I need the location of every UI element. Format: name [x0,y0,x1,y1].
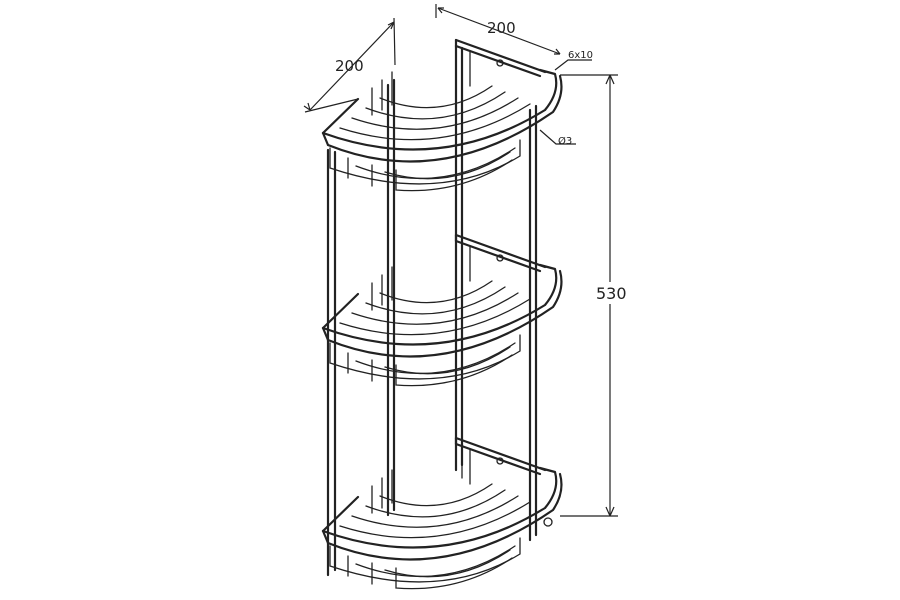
dimension-right: 200 [435,4,561,55]
posts [326,44,538,577]
bracket-size-label: 6x10 [568,50,593,61]
dimension-left-label: 200 [335,57,364,75]
bottom-shelf [321,436,563,590]
dimension-height: 530 [560,74,627,517]
wire-diameter-label: Ø3 [558,135,572,147]
wire-diameter-callout: Ø3 [539,129,576,147]
screw-icon [496,59,504,67]
middle-shelf [321,233,563,387]
dimension-right-label: 200 [487,19,516,37]
hook-icon [543,517,553,527]
bracket-callout: 6x10 [554,50,593,71]
dimension-left: 200 [303,17,396,113]
screw-icon [496,254,504,262]
dimension-height-label: 530 [596,284,627,303]
screw-icon [496,457,504,465]
